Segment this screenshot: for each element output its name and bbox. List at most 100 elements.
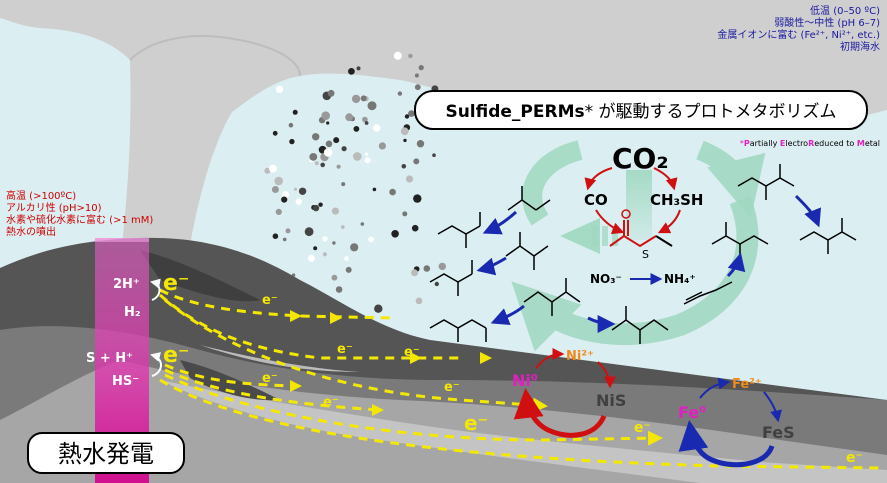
title-text: Sulfide_PERMs* が駆動するプロトメタボリズム (445, 102, 836, 122)
ni0-label: Ni⁰ (512, 371, 538, 390)
hs-oxidation-reactant: S + H⁺ (86, 351, 133, 366)
particle (289, 138, 295, 145)
particle (326, 121, 330, 125)
arrow-fes-to-fe0 (678, 420, 775, 468)
particle (275, 85, 284, 94)
hs-oxidation-product: HS⁻ (112, 374, 139, 389)
arrow-oxaloacetate-to-aspartate (490, 304, 525, 326)
h2-oxidation-product: H₂ (124, 305, 141, 320)
particle (414, 73, 419, 78)
particle (368, 236, 374, 243)
molecule-glyoxylate (507, 186, 551, 211)
arrow-cycle-up (726, 252, 746, 278)
footnote-w4: etal (865, 139, 880, 148)
particle (360, 95, 367, 102)
particle (314, 161, 319, 166)
ch3sh-label: CH₃SH (650, 191, 704, 209)
particle (403, 138, 407, 143)
nickel-cycle: Ni²⁺ Ni⁰ NiS (512, 348, 626, 438)
ch3sh-to-thioester-arrow (657, 209, 681, 234)
particle (353, 152, 362, 161)
thioester-structure (609, 220, 673, 248)
particle (405, 175, 414, 183)
particle (288, 122, 294, 128)
particle (327, 89, 335, 97)
particle (312, 133, 320, 141)
cycle-left-arrowhead (560, 218, 600, 254)
electron-label: e⁻ (323, 395, 339, 410)
molecule-ketoglutarate (737, 164, 795, 200)
particle (378, 142, 386, 150)
particle (331, 207, 339, 215)
thioester-sulfur: S (642, 248, 649, 261)
particle (282, 237, 287, 242)
cycle-arc-right (696, 140, 766, 219)
particle (331, 274, 338, 281)
vent-condition-label: 熱水の噴出 (6, 225, 56, 238)
molecule-pyruvate (505, 232, 549, 270)
particle (356, 66, 361, 71)
seawater-condition-temp: 低温 (0–50 ºC) (810, 4, 880, 17)
title-prefix: Sulfide_PERMs (445, 102, 584, 122)
electron-label: e⁻ (262, 293, 278, 308)
particle (434, 281, 439, 287)
particle (360, 222, 365, 226)
particle (268, 164, 277, 173)
molecule-alanine (429, 260, 473, 296)
particle (332, 241, 336, 245)
particle (364, 121, 369, 125)
particle (271, 186, 279, 193)
molecule-malate (611, 306, 669, 344)
particle (281, 196, 288, 203)
particle (312, 204, 320, 212)
h2-oxidation-reactant: 2H⁺ (113, 277, 140, 292)
arrow-fe0-to-fe2 (699, 377, 731, 399)
particle (432, 153, 436, 157)
particle (415, 297, 423, 305)
title-suffix: * が駆動するプロトメタボリズム (585, 102, 837, 122)
particle (295, 198, 302, 205)
arrow-ni0-to-ni2 (535, 348, 565, 369)
plume-edge (129, 35, 301, 77)
molecule-glycine (437, 212, 481, 248)
vent-condition-reductants: 水素や硫化水素に富む (>1 mM) (6, 213, 153, 226)
rock-dark-lens (140, 250, 260, 302)
co2-label: CO₂ (612, 142, 669, 175)
particle (323, 148, 333, 157)
hydrothermal-power-box: 熱水発電 (27, 432, 185, 474)
co-to-thioester-arrow (595, 209, 625, 235)
electron-label: e⁻ (634, 420, 651, 436)
electron-path-4 (164, 363, 301, 388)
nitrate-reduction: NO₃⁻ NH₄⁺ (590, 272, 696, 286)
fe2-label: Fe²⁺ (732, 377, 762, 392)
particle (391, 230, 399, 238)
particle (304, 227, 314, 237)
seawater-conditions: 低温 (0–50 ºC) 弱酸性〜中性 (pH 6–7) 金属イオンに富む (F… (717, 4, 880, 53)
particle (423, 265, 431, 272)
particle (272, 233, 279, 239)
nitrate-label: NO₃⁻ (590, 272, 622, 286)
h2-oxidation-arrow (150, 278, 161, 301)
footnote-w2: lectro (785, 139, 808, 148)
electron-label: e⁻ (404, 345, 420, 360)
vent-top (95, 238, 149, 242)
electron-path-1 (159, 288, 396, 320)
cycle-arc-lower (511, 195, 759, 352)
particle (341, 182, 346, 187)
title-box: Sulfide_PERMs* が駆動するプロトメタボリズム (414, 90, 868, 130)
vent-reactions: 2H⁺ H₂ S + H⁺ HS⁻ (86, 277, 162, 389)
metabolic-cycle (511, 140, 766, 352)
cycle-dashed-feed (592, 226, 618, 246)
arrow-fe2-to-fes (763, 391, 782, 423)
thioester-oxygen (621, 209, 631, 219)
electron-label-large-2: e⁻ (163, 343, 190, 368)
particle (325, 140, 333, 148)
seawater-condition-metals: 金属イオンに富む (Fe²⁺, Ni²⁺, etc.) (717, 28, 880, 41)
particle (340, 225, 345, 229)
particle (402, 211, 408, 217)
rock-dark-lens-2 (180, 360, 280, 401)
particle (282, 191, 289, 199)
particle (348, 68, 355, 75)
particle (309, 153, 318, 161)
particle (418, 65, 424, 71)
